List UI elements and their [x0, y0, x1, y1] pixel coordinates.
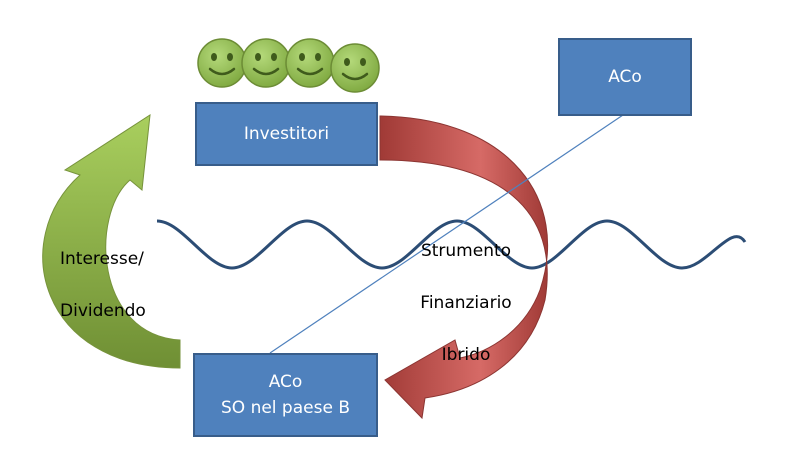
- wave-line: [156, 219, 747, 270]
- aco-bottom-box: ACo SO nel paese B: [193, 353, 378, 437]
- investors-label: Investitori: [243, 124, 330, 144]
- smiley-face-icon: [330, 43, 380, 93]
- smiley-face-icon: [197, 38, 247, 88]
- red-curved-arrow: [379, 115, 549, 420]
- aco-top-label: ACo: [608, 67, 642, 87]
- instrument-line3: Ibrido: [441, 345, 491, 365]
- interest-line2: Dividendo: [60, 301, 146, 321]
- smiley-face-icon: [241, 38, 291, 88]
- green-curved-arrow: [42, 114, 181, 369]
- connector-line: [269, 114, 624, 354]
- investors-box: Investitori: [195, 102, 378, 166]
- aco-bottom-line1: ACo: [268, 372, 303, 392]
- aco-top-box: ACo: [558, 38, 692, 116]
- instrument-line2: Finanziario: [420, 293, 512, 313]
- interest-dividend-label: Interesse/ Dividendo: [60, 220, 146, 350]
- instrument-line1: Strumento: [420, 241, 512, 261]
- smiley-face-icon: [285, 38, 335, 88]
- interest-line1: Interesse/: [60, 249, 144, 269]
- hybrid-instrument-label: Strumento Finanziario Ibrido: [410, 212, 522, 394]
- aco-bottom-line2: SO nel paese B: [221, 398, 350, 418]
